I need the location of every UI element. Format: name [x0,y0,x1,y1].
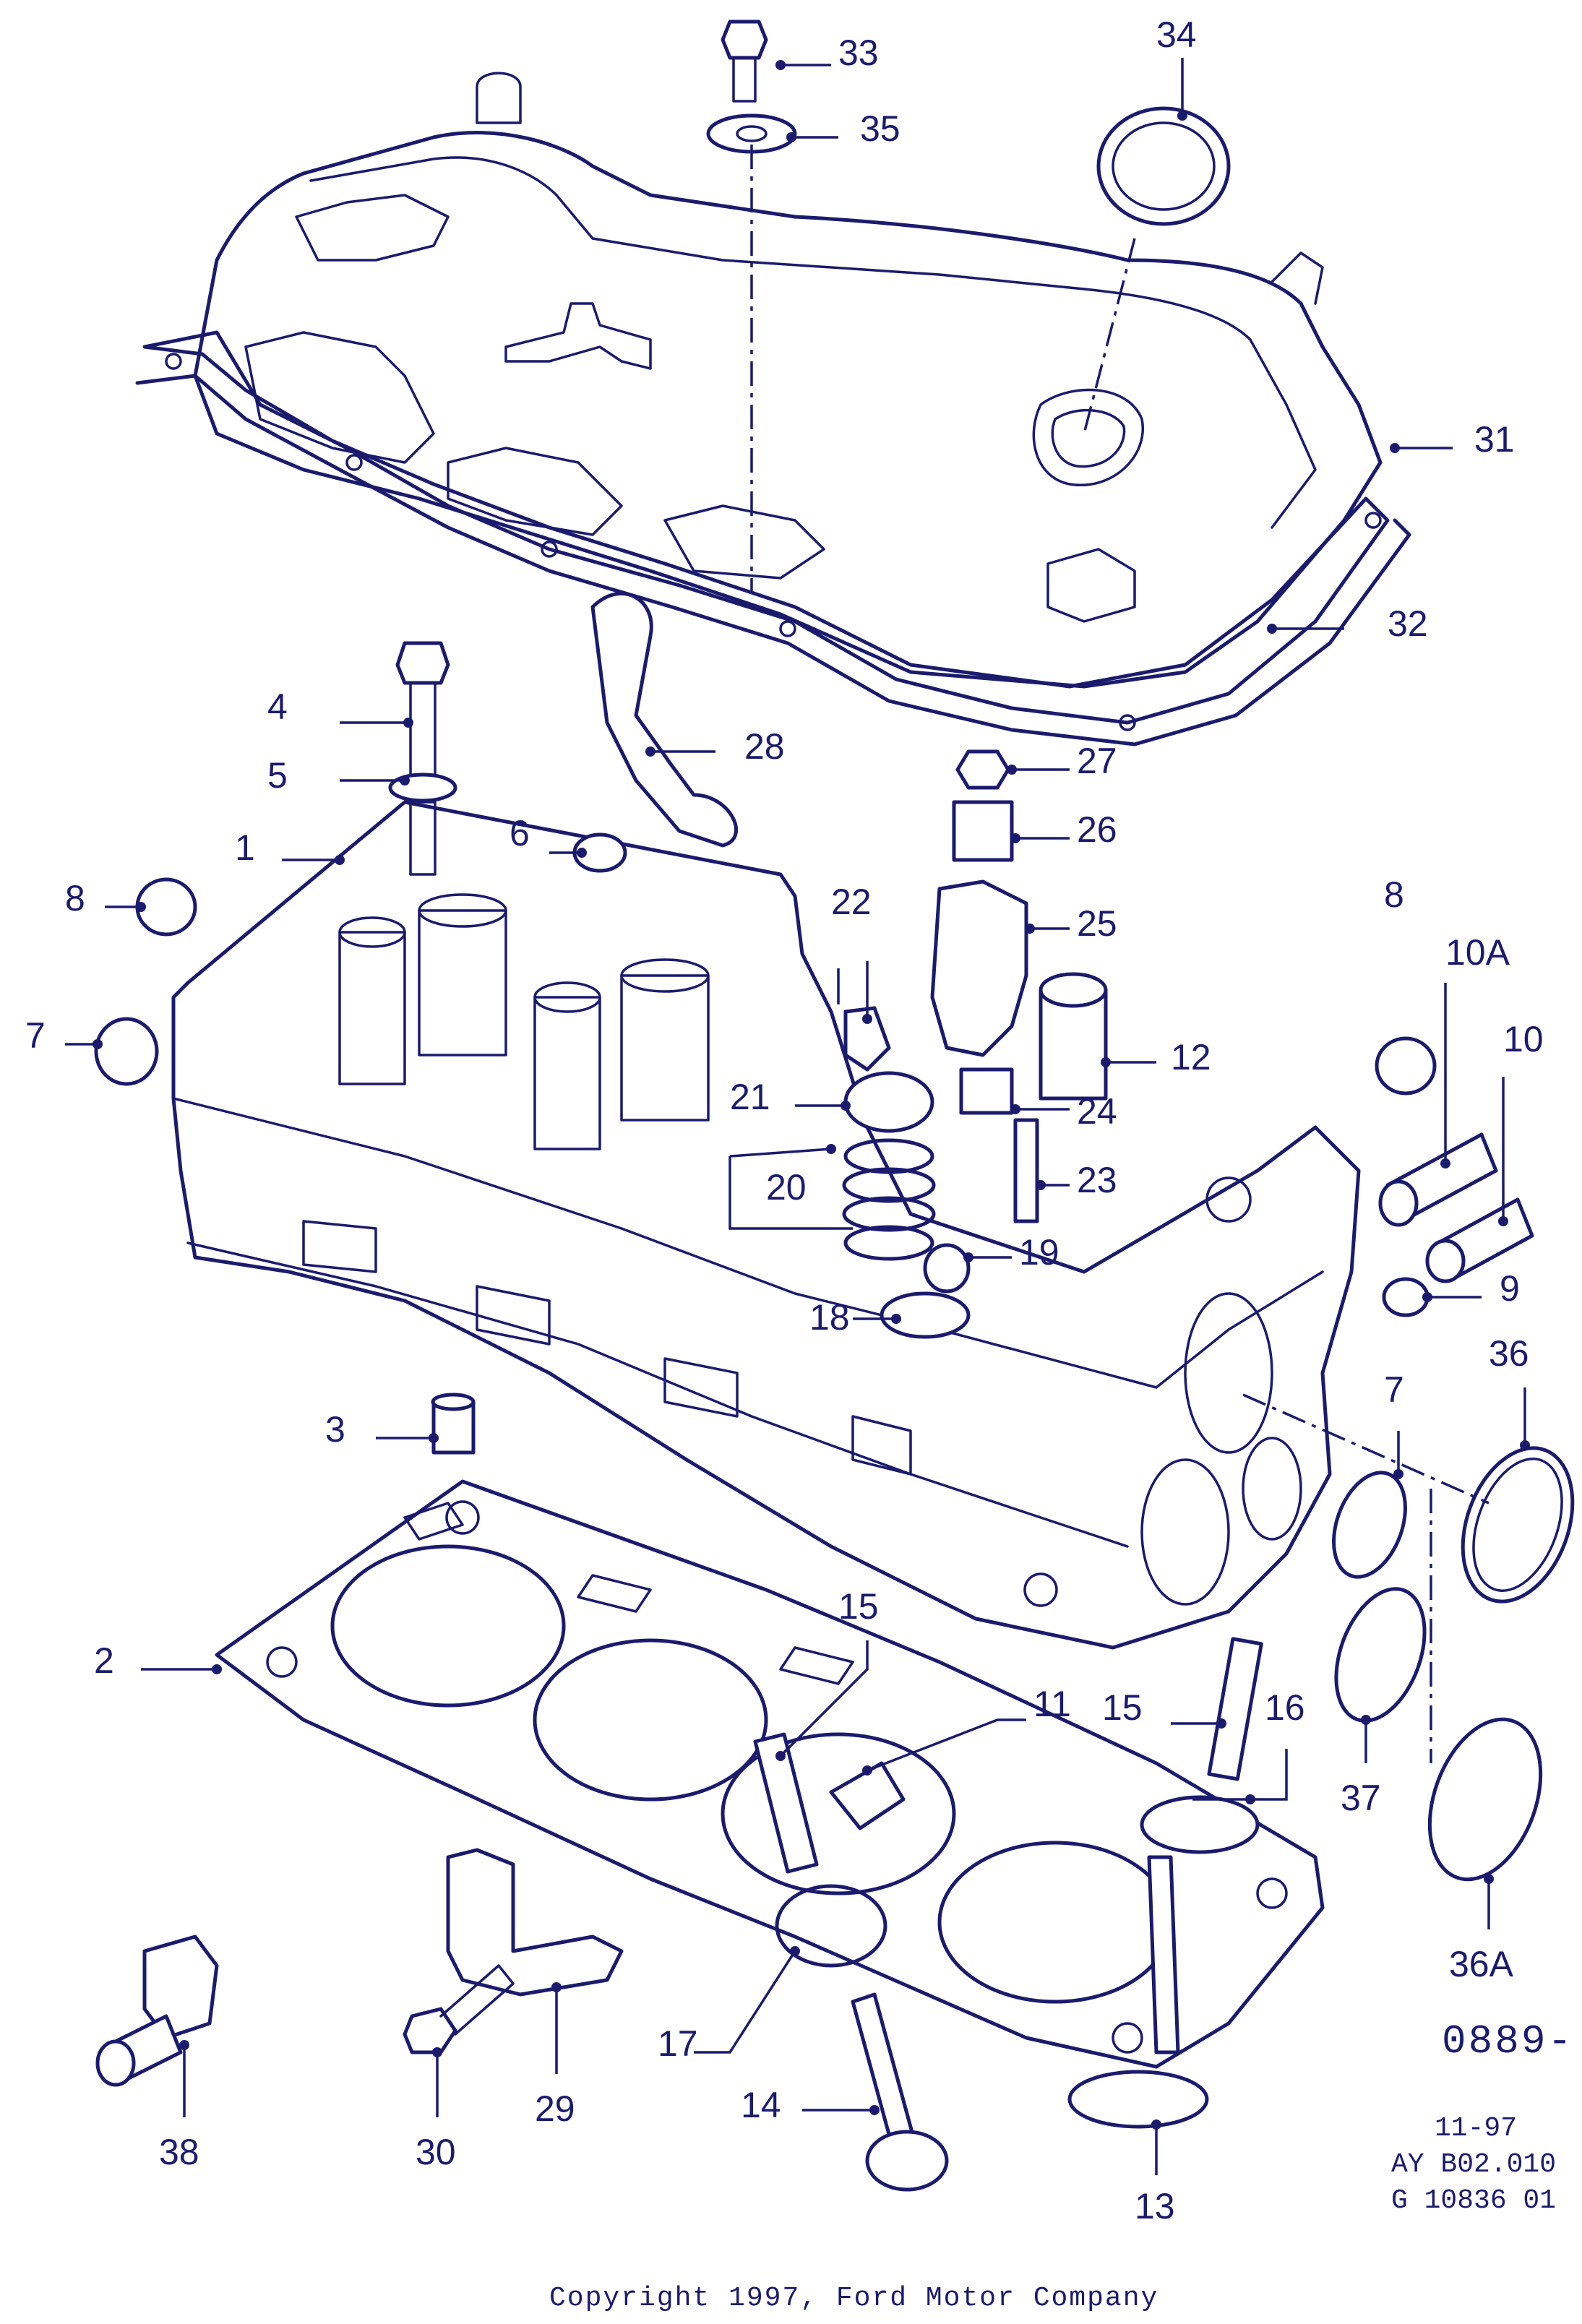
valve-guide-15-b [753,1732,819,1874]
valve-13 [1067,1855,1209,2129]
label-6: 6 [510,813,530,853]
label-10A: 10A [1445,932,1510,973]
valve-14 [851,1992,949,2192]
label-17: 17 [658,2023,698,2064]
label-26: 26 [1077,809,1117,850]
pivot-26 [952,800,1014,862]
label-12: 12 [1171,1037,1211,1077]
plug-9 [1382,1277,1430,1317]
label-27: 27 [1077,741,1117,781]
copyright-notice: Copyright 1997, Ford Motor Company [549,2283,1158,2314]
seal-36A [1427,1717,1543,1882]
label-8-right: 8 [1384,874,1404,915]
seal-36 [1461,1446,1575,1604]
pivot-24 [959,1067,1014,1115]
label-16: 16 [1265,1687,1305,1728]
label-21: 21 [730,1077,770,1117]
label-30: 30 [416,2132,456,2172]
label-15-left: 15 [838,1586,879,1627]
label-9: 9 [1500,1268,1520,1309]
plug-7-left [94,1017,159,1086]
stud-23 [1013,1118,1039,1223]
rocker-arm-25 [930,879,1028,1057]
label-10: 10 [1503,1019,1544,1059]
callout-labels: 33 35 34 31 32 28 27 26 25 22 12 24 23 2… [25,14,1544,2226]
label-14: 14 [741,2085,781,2125]
diagram-date: 11-97 [1435,2113,1517,2144]
label-28: 28 [744,726,785,767]
label-36A: 36A [1449,1944,1514,1984]
diagram-ref-1: AY B02.010 [1391,2149,1556,2180]
label-13: 13 [1135,2186,1175,2226]
sensor-10A [1378,1132,1498,1227]
spring-seat-18 [880,1291,971,1339]
label-24: 24 [1077,1091,1117,1132]
rocker-cover [193,72,1383,689]
valve-spring-20 [842,1138,936,1261]
label-11: 11 [1033,1684,1071,1724]
plug-8-right [1375,1036,1437,1096]
tappet-12 [1039,972,1108,1101]
centerline-36 [1242,1393,1489,1763]
label-38: 38 [159,2132,199,2172]
label-33: 33 [838,33,879,73]
diagram-code: 0889- [1442,2018,1574,2065]
label-3: 3 [325,1409,345,1450]
label-8-left: 8 [65,878,85,918]
label-2: 2 [94,1640,114,1681]
sensor-10 [1425,1197,1534,1283]
label-31: 31 [1474,419,1515,460]
diagram-ref-2: G 10836 01 [1391,2185,1556,2216]
rocker-cover-gasket [135,330,1411,746]
bracket-28 [590,592,738,848]
label-34: 34 [1156,14,1197,55]
valve-stem-seal-19 [923,1243,971,1294]
cylinder-head [171,800,1361,1650]
label-7-right: 7 [1384,1369,1404,1410]
centerline-34 [1083,238,1136,434]
sensor-38 [95,1934,219,2087]
leader-lines [65,58,1530,2175]
nut-27 [955,749,1010,790]
bracket-29 [446,1848,624,1997]
label-23: 23 [1077,1160,1117,1200]
label-37: 37 [1341,1778,1381,1818]
seal-37 [1334,1587,1427,1723]
label-4: 4 [267,687,288,727]
label-36: 36 [1489,1333,1529,1374]
label-1: 1 [235,827,255,868]
ring-16 [1140,1795,1260,1854]
dowel-3 [431,1393,476,1455]
label-32: 32 [1388,603,1428,644]
label-29: 29 [535,2088,575,2129]
label-25: 25 [1077,903,1117,944]
valve-keepers-22 [843,1006,891,1072]
spring-retainer-21 [843,1071,934,1133]
label-5: 5 [267,755,288,796]
label-19: 19 [1019,1232,1059,1273]
oil-filler-cap-34 [1096,106,1231,226]
label-20: 20 [766,1167,807,1208]
valve-guide-15 [1207,1637,1263,1781]
label-22: 22 [831,882,872,922]
label-7-left: 7 [25,1015,46,1056]
seal-7-right [1332,1471,1407,1579]
seal-17 [775,1884,887,1968]
label-15-right: 15 [1102,1687,1143,1728]
label-18: 18 [809,1297,850,1338]
label-35: 35 [860,108,900,149]
bolt-33 [721,20,768,103]
